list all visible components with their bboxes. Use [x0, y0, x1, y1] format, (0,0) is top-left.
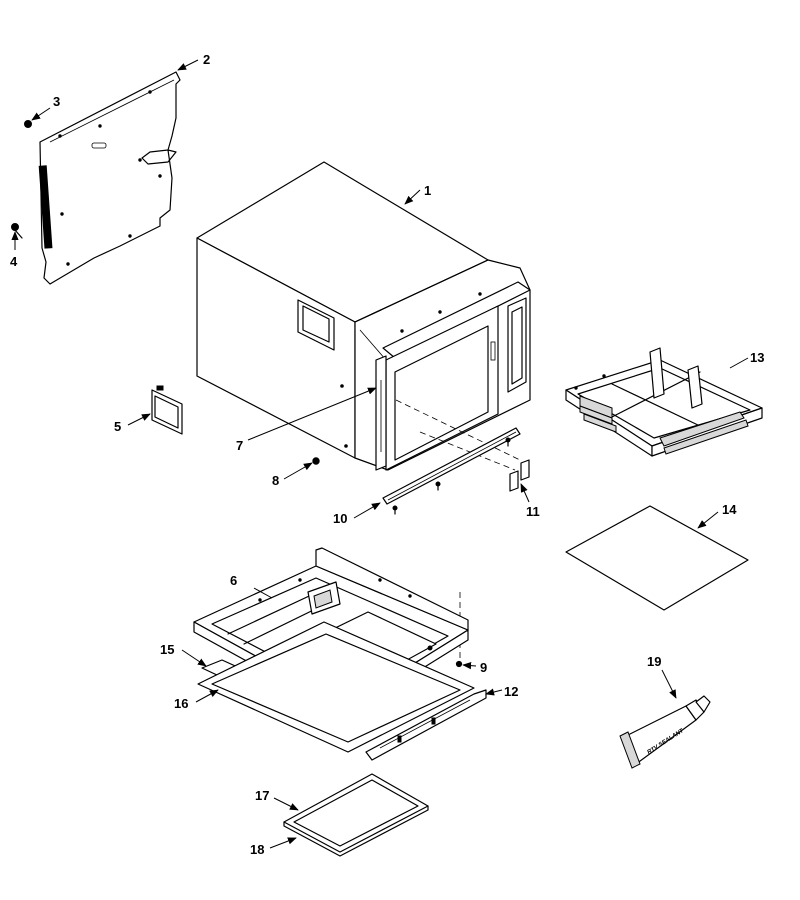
seal-strip-part-10 — [382, 427, 521, 515]
callout-16: 16 — [174, 696, 188, 711]
front-strip-part-7 — [375, 355, 387, 471]
callout-11: 11 — [526, 504, 540, 519]
callout-6: 6 — [230, 573, 237, 588]
screw-part-4 — [11, 223, 23, 239]
callout-15: 15 — [160, 642, 174, 657]
cover-plate-part-5 — [151, 385, 183, 435]
tray-assembly-part-13 — [565, 347, 763, 457]
callout-2: 2 — [203, 52, 210, 67]
callout-13: 13 — [750, 350, 764, 365]
leader-lines — [11, 59, 749, 849]
callout-17: 17 — [255, 788, 269, 803]
sheet-part-14 — [565, 505, 749, 611]
callout-4: 4 — [10, 254, 18, 269]
callout-7: 7 — [236, 438, 243, 453]
screw-part-3 — [24, 120, 32, 128]
callout-labels: 1 2 3 4 5 6 7 8 9 10 11 12 13 14 15 16 1… — [10, 52, 764, 857]
callout-8: 8 — [272, 473, 279, 488]
callout-14: 14 — [722, 502, 737, 517]
callout-9: 9 — [480, 660, 487, 675]
filter-part-17-18 — [283, 773, 429, 857]
callout-3: 3 — [53, 94, 60, 109]
callout-12: 12 — [504, 684, 518, 699]
callout-5: 5 — [114, 419, 121, 434]
rear-panel-part-2 — [38, 71, 181, 285]
front-frame-assembly — [354, 259, 531, 471]
screw-part-8 — [312, 457, 320, 465]
bottom-plate-part-16 — [197, 621, 475, 753]
callout-1: 1 — [424, 183, 431, 198]
sealant-tube-part-19: RTV SEALANT — [619, 695, 711, 769]
screw-part-9 — [455, 660, 463, 668]
feet-part-11 — [509, 459, 530, 492]
callout-10: 10 — [333, 511, 347, 526]
callout-19: 19 — [647, 654, 661, 669]
callout-18: 18 — [250, 842, 264, 857]
